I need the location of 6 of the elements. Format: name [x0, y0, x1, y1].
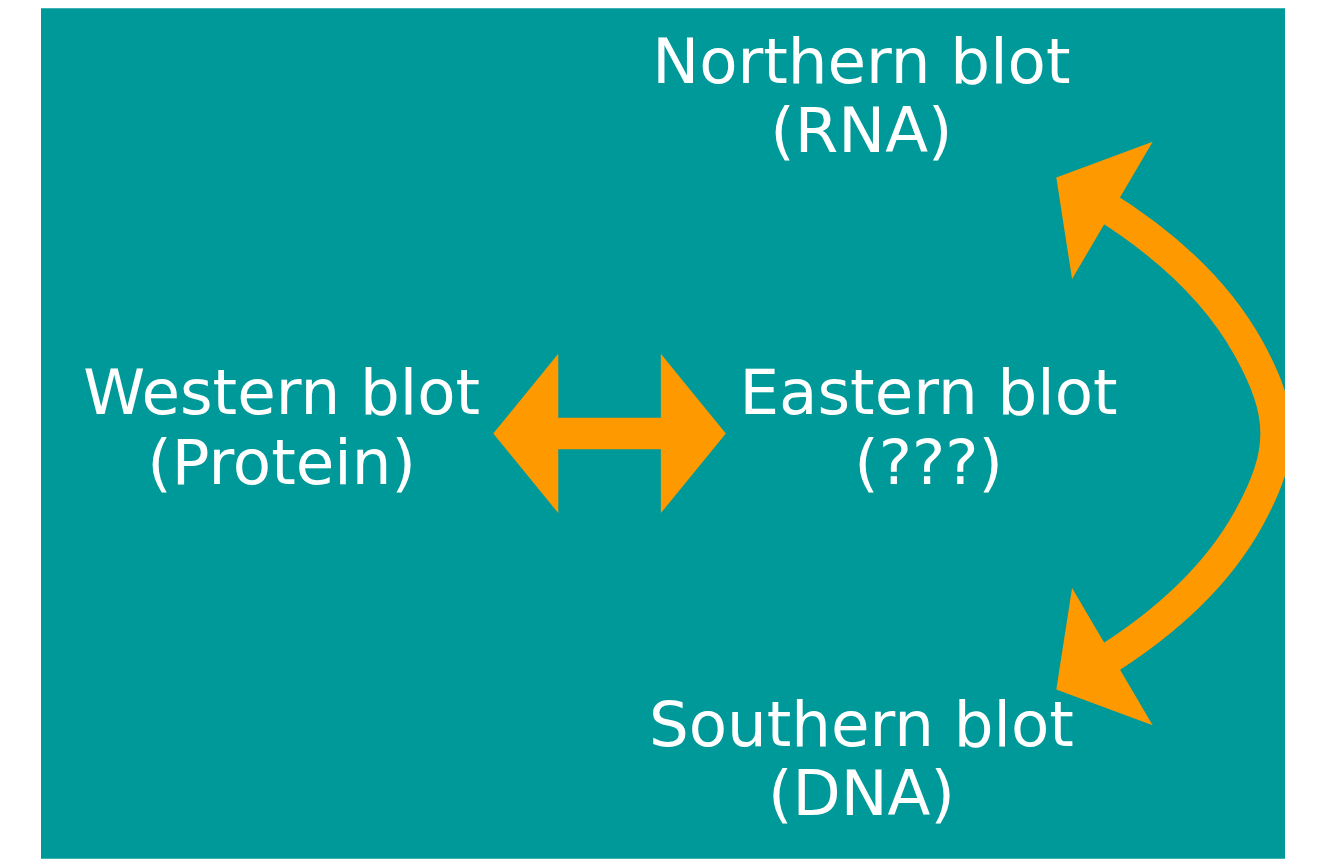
- node-text: Western blot (Protein): [83, 356, 481, 499]
- node-text: Northern blot (RNA): [652, 24, 1071, 168]
- node-text: Southern blot (DNA): [648, 687, 1074, 830]
- arrow: [1056, 141, 1285, 726]
- node-text: Eastern blot (???): [739, 356, 1118, 499]
- arrow: [493, 353, 726, 514]
